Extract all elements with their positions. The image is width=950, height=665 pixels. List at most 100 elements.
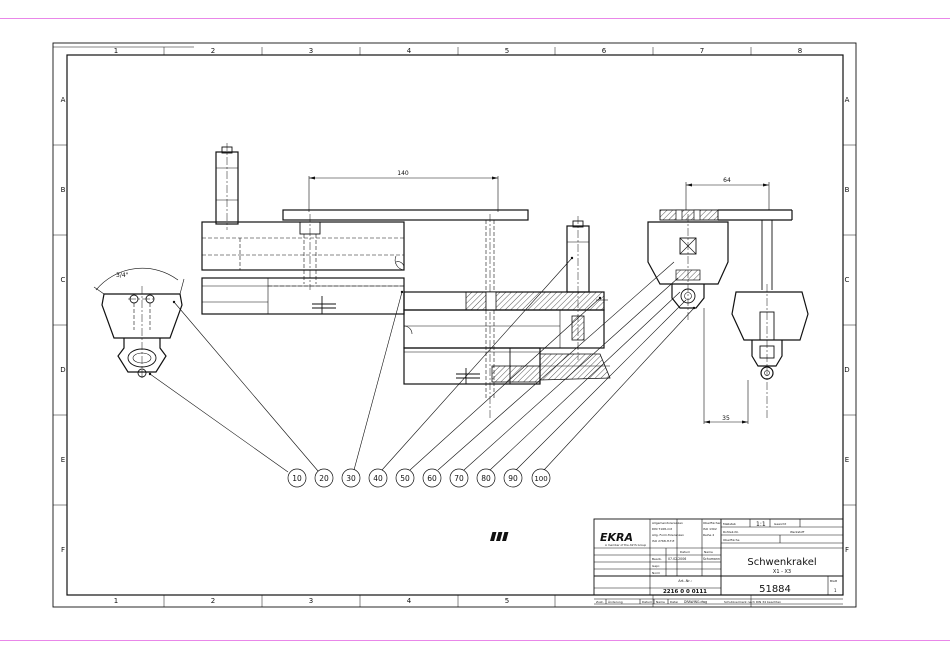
footer-name: Name [656,600,665,604]
col-label-bottom-2: 2 [211,597,215,605]
balloon-10: 10 [287,468,307,488]
leader-10 [149,373,289,473]
balloon-10-label: 10 [292,474,302,483]
balloon-40-label: 40 [373,474,383,483]
surface-line-2: ISO 1302 [703,527,717,531]
balloon-30: 30 [341,468,361,488]
col-label-bottom-3: 3 [309,597,313,605]
balloon-70-label: 70 [454,474,464,483]
balloon-80: 80 [476,468,496,488]
surface-line-1: Oberflächen [703,521,721,525]
right-end-view-lower: 35 [703,284,809,424]
leader-100 [543,307,695,471]
footer-zust: Zust. [596,600,604,604]
date-header: Datum [680,550,690,554]
sheet-word: Blatt [830,579,838,583]
standard-line-4: ISO 2768-H-T-E [652,539,675,543]
weight-label: Gewicht [774,522,787,526]
leader-60 [437,261,675,471]
balloon-70: 70 [449,468,469,488]
right-clamp-body [647,221,729,285]
scale-label: Maßstab [723,522,736,526]
row-label-e: E [61,456,65,464]
balloon-40: 40 [368,468,388,488]
zone-ticks [53,47,856,607]
row-labels-right: A B C D E F [844,96,849,554]
balloon-60: 60 [422,468,442,488]
material-label: Werkstoff [790,530,805,534]
norm-label: Norm [652,571,660,575]
leader-50 [409,297,601,471]
leader-70 [463,277,679,471]
ekra-logo: EKRA [600,531,633,544]
leader-80 [489,291,681,471]
row-label-right-d: D [844,366,849,374]
balloon-50: 50 [395,468,415,488]
upper-housing [201,221,405,271]
row-label-c: C [61,276,66,284]
footer-file-label: Datei [670,600,678,604]
leader-20 [173,301,319,472]
row-label-right-c: C [845,276,850,284]
row-label-b: B [61,186,66,194]
footer-file-value: DRAWING.dwg [684,600,707,604]
balloon-30-label: 30 [346,474,356,483]
dimension-35: 35 [722,415,730,422]
balloon-100: 100 [531,468,551,488]
column-labels-top: 1 2 3 4 5 6 7 8 [114,47,802,55]
col-label-8: 8 [798,47,802,55]
angle-arc [95,267,179,291]
article-number: 2216 0 0 0111 [663,589,707,595]
dimension-64: 64 [723,177,731,184]
main-rail [201,277,405,315]
col-label-5: 5 [505,47,509,55]
drawing-subtitle: X1 - X3 [773,569,791,575]
logo-tagline: A member of the ASYS Group [605,543,646,547]
col-label-7: 7 [700,47,704,55]
drawn-date: 07.02.2006 [668,557,686,561]
balloon-80-label: 80 [481,474,491,483]
balloon-50-label: 50 [400,474,410,483]
col-label-bottom-1: 1 [114,597,118,605]
row-label-right-a: A [845,96,850,104]
inner-frame [66,54,844,596]
drawing-number: 51884 [759,584,791,595]
dimension-140: 140 [397,170,409,177]
balloon-20: 20 [314,468,334,488]
col-label-1: 1 [114,47,118,55]
footer-aenderung: Änderung [608,599,623,604]
scale-value: 1:1 [756,521,766,528]
footer-datum: Datum [642,600,652,604]
drawn-name: Schumann [703,557,720,561]
left-end-view: 3/4" [93,267,185,380]
part-balloons: 10 20 30 40 50 60 70 80 90 100 [287,468,551,488]
row-label-right-f: F [845,546,849,554]
column-labels-bottom: 1 2 3 4 5 [114,597,509,605]
drawing-title: Schwenkrakel [747,557,816,568]
leader-90 [515,299,687,471]
leader-40 [381,257,573,471]
name-header: Name [704,550,713,554]
col-label-3: 3 [309,47,313,55]
surface-line-3: Reihe 2 [703,533,714,537]
right-end-view-upper: 64 [647,177,793,320]
balloon-100-label: 100 [534,475,547,483]
col-label-bottom-5: 5 [505,597,509,605]
row-label-right-b: B [845,186,850,194]
top-guide-line [0,18,950,19]
col-label-bottom-4: 4 [407,597,412,605]
sheet-number: 1 [834,588,837,593]
row-label-f: F [61,546,65,554]
standard-line-2: DIN 7168-mit [652,527,673,531]
col-label-2: 2 [211,47,215,55]
balloon-60-label: 60 [427,474,437,483]
angle-dimension: 3/4" [116,272,129,279]
row-label-a: A [61,96,66,104]
title-block: EKRA A member of the ASYS Group Allgemei… [490,518,844,605]
row-labels-left: A B C D E F [60,96,65,554]
blank-label: Rohteil-Nr. [723,530,739,534]
lower-clamp-body [731,291,809,341]
main-side-view: 140 [201,143,611,420]
